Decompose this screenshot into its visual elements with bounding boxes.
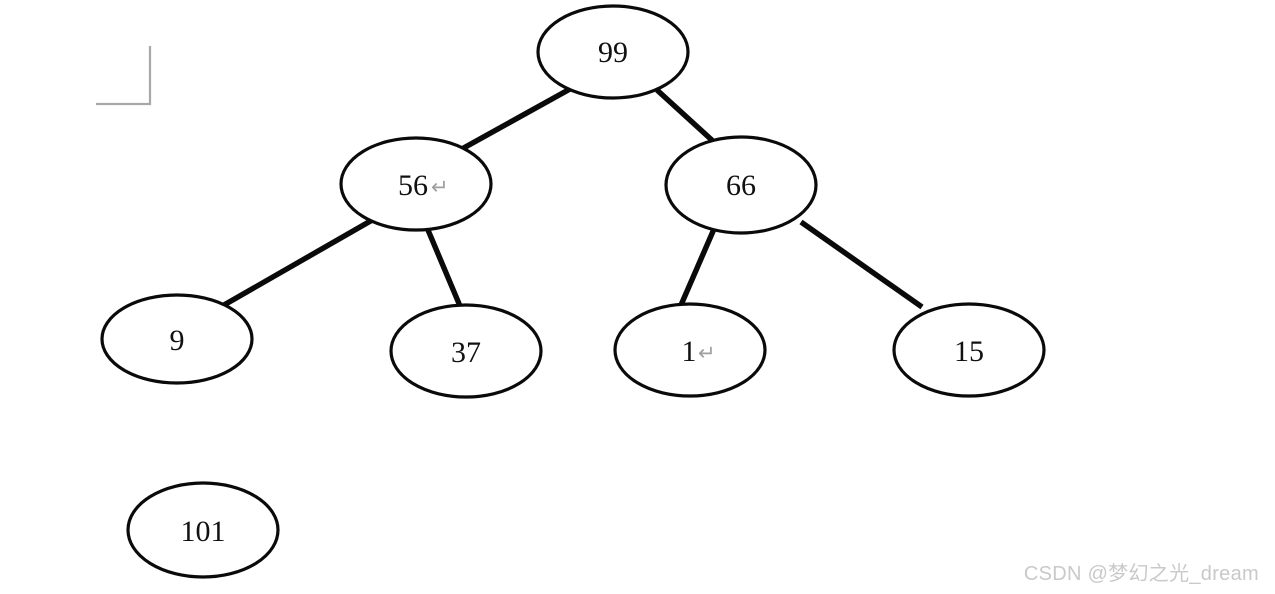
carriage-return-icon: ↵ bbox=[431, 175, 449, 199]
tree-node-99[interactable]: 99 bbox=[536, 4, 690, 100]
node-ellipse bbox=[100, 293, 254, 385]
edge-66-1 bbox=[678, 227, 717, 307]
edge-99-66 bbox=[655, 88, 716, 144]
edge-56-9 bbox=[222, 216, 376, 308]
corner-mark-group bbox=[96, 46, 152, 106]
node-ellipse bbox=[892, 302, 1046, 398]
node-label: 56 bbox=[398, 169, 428, 202]
edges-group bbox=[222, 86, 924, 310]
node-ellipse bbox=[664, 135, 818, 235]
corner-mark-icon bbox=[96, 46, 152, 106]
tree-node-1[interactable]: 1 ↵ bbox=[613, 302, 767, 398]
node-ellipse bbox=[339, 136, 493, 232]
csdn-watermark: CSDN @梦幻之光_dream bbox=[1023, 563, 1259, 585]
node-ellipse bbox=[536, 4, 690, 100]
nodes-group: 99 56 ↵ 66 9 37 1 ↵ bbox=[100, 4, 1046, 579]
node-label: 99 bbox=[598, 36, 628, 69]
tree-node-56[interactable]: 56 ↵ bbox=[339, 136, 493, 232]
node-ellipse bbox=[613, 302, 767, 398]
carriage-return-icon: ↵ bbox=[698, 341, 716, 365]
tree-node-9[interactable]: 9 bbox=[100, 293, 254, 385]
edge-99-56 bbox=[458, 86, 572, 153]
edge-56-37 bbox=[425, 228, 463, 308]
node-label: 9 bbox=[170, 324, 185, 357]
tree-node-37[interactable]: 37 bbox=[389, 303, 543, 399]
node-label: 1 bbox=[682, 335, 697, 368]
edge-66-15 bbox=[799, 219, 924, 310]
node-label: 15 bbox=[954, 335, 984, 368]
node-ellipse bbox=[389, 303, 543, 399]
node-label: 66 bbox=[726, 169, 756, 202]
tree-node-101[interactable]: 101 bbox=[126, 481, 280, 579]
tree-node-66[interactable]: 66 bbox=[664, 135, 818, 235]
tree-node-15[interactable]: 15 bbox=[892, 302, 1046, 398]
node-label: 37 bbox=[451, 336, 481, 369]
node-ellipse bbox=[126, 481, 280, 579]
node-label: 101 bbox=[181, 515, 226, 548]
